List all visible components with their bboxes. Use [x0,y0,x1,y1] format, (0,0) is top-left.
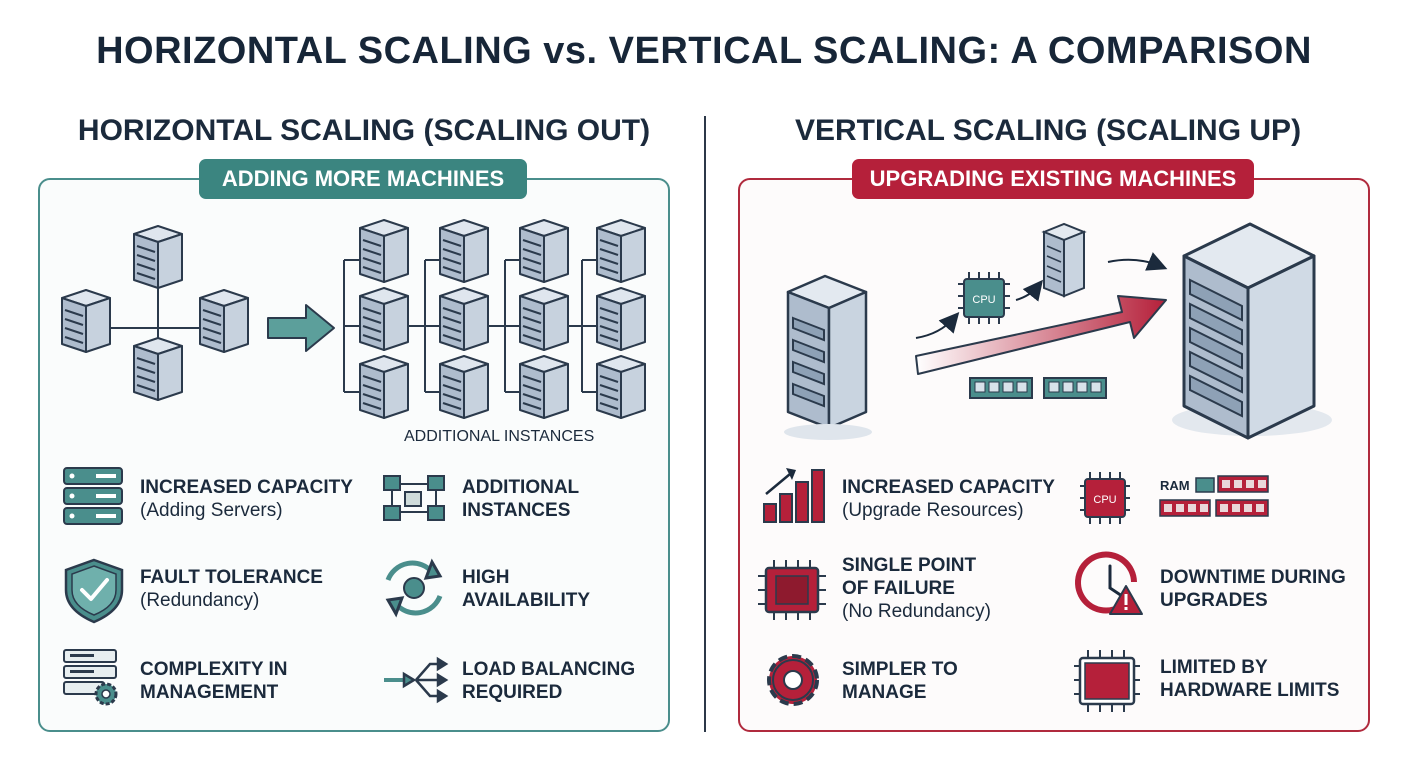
vertical-badge: UPGRADING EXISTING MACHINES [852,159,1254,199]
column-divider [704,116,706,732]
cpu-icon: CPU [1080,472,1130,524]
shield-check-icon [64,558,124,624]
processor-icon [1074,650,1140,712]
server-icon [61,289,111,353]
server-icon [359,355,409,419]
server-icon [596,287,646,351]
server-icon [439,219,489,283]
feature-high-availability: HIGH AVAILABILITY [462,567,591,611]
feature-additional-instances: ADDITIONAL INSTANCES [462,477,580,521]
additional-instances-label: ADDITIONAL INSTANCES [404,428,595,445]
server-icon [439,355,489,419]
gear-icon [767,654,819,706]
server-icon [359,287,409,351]
feature-single-point-of-failure: SINGLE POINT OF FAILURE (No Redundancy) [842,555,991,622]
initial-cluster [61,225,249,401]
server-icon [439,287,489,351]
server-icon [133,337,183,401]
cpu-icon-label: CPU [1093,494,1116,506]
expanded-cluster [343,259,596,393]
feature-increased-capacity: INCREASED CAPACITY (Adding Servers) [140,477,353,521]
chip-icon [758,560,826,620]
split-arrows-icon [384,656,449,704]
server-icon [519,287,569,351]
feature-complexity: COMPLEXITY IN MANAGEMENT [140,659,288,703]
feature-increased-capacity-vertical: INCREASED CAPACITY (Upgrade Resources) [842,477,1055,521]
ram-label: RAM [1160,478,1190,493]
small-server-icon [784,274,872,440]
vertical-heading: VERTICAL SCALING (SCALING UP) [794,114,1302,147]
clock-warning-icon [1075,551,1143,615]
server-icon [133,225,183,289]
feature-downtime: DOWNTIME DURING UPGRADES [1160,567,1346,611]
mini-server-icon [1041,222,1087,298]
feature-hardware-limits: LIMITED BY HARDWARE LIMITS [1160,657,1340,701]
large-server-icon [1172,222,1332,440]
server-icon [596,355,646,419]
cycle-arrows-icon [385,558,443,618]
ram-icon: RAM [1159,475,1269,517]
bar-chart-up-icon [763,468,825,523]
cpu-chip-icon: CPU [958,272,1010,324]
ram-sticks-icon [969,377,1107,399]
horizontal-badge: ADDING MORE MACHINES [199,159,527,199]
server-icon [519,355,569,419]
network-nodes-icon [383,475,445,521]
feature-load-balancing: LOAD BALANCING REQUIRED [462,659,636,703]
feature-simpler-to-manage: SIMPLER TO MANAGE [842,659,958,703]
feature-fault-tolerance: FAULT TOLERANCE (Redundancy) [140,567,323,611]
cpu-chip-label: CPU [972,294,995,306]
server-icon [596,219,646,283]
server-icon [359,219,409,283]
server-gear-icon [63,649,118,706]
server-stack-icon [63,467,123,525]
page-title: HORIZONTAL SCALING vs. VERTICAL SCALING:… [96,30,1312,72]
server-icon [519,219,569,283]
horizontal-heading: HORIZONTAL SCALING (SCALING OUT) [77,114,651,147]
upgrade-arrow-icon [915,295,1167,375]
server-icon [199,289,249,353]
expand-arrow-icon [267,304,335,352]
